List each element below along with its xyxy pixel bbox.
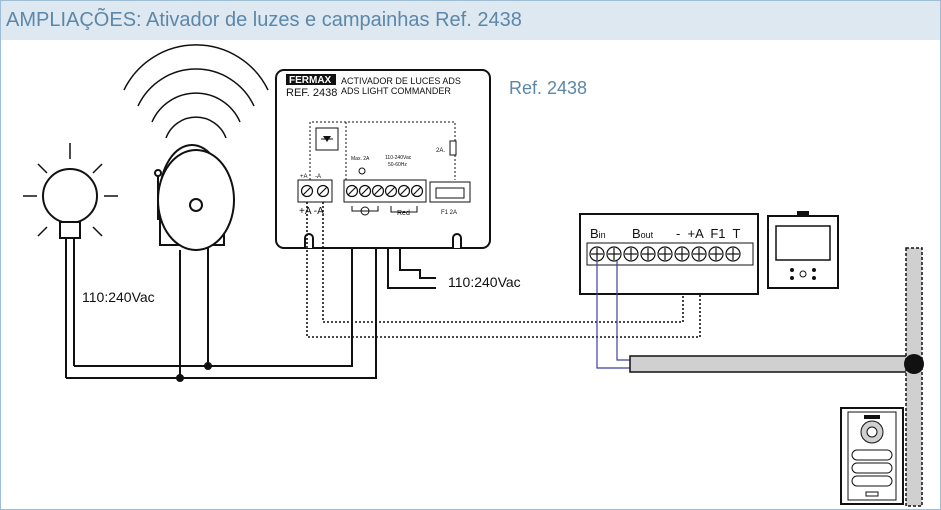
bin-label: Bin xyxy=(590,226,606,241)
activator-module: FERMAX REF. 2438 ACTIVADOR DE LUCES ADS … xyxy=(275,69,491,249)
door-panel-icon xyxy=(840,407,904,505)
bus-conduit xyxy=(629,247,924,507)
monitor-terminal-block: Bin Bout - +A F1 T xyxy=(579,213,759,295)
terminal-polarity-label: +A -A xyxy=(299,206,324,217)
fuse-icon xyxy=(449,140,457,156)
module-name-en: ADS LIGHT COMMANDER xyxy=(341,86,451,96)
bin-label-sub: in xyxy=(599,230,606,240)
right-supply-label: 110:240Vac xyxy=(448,274,521,290)
lamp-icon xyxy=(23,143,118,378)
term-minus-label: -A xyxy=(315,174,321,180)
voltage-label-2: 50-60Hz xyxy=(388,162,407,168)
bus-wires-blue xyxy=(596,261,630,369)
voltage-label-1: 110-240Vac xyxy=(385,155,412,161)
fuse-holder-label: F1 2A xyxy=(441,210,457,216)
diagram-title: AMPLIAÇÕES: Ativador de luzes e campainh… xyxy=(6,9,522,31)
red-label: Red xyxy=(397,210,410,217)
brand-logo xyxy=(286,74,336,85)
reference-label: Ref. 2438 xyxy=(509,78,588,98)
bell-icon xyxy=(123,44,269,378)
module-ref: REF. 2438 xyxy=(286,87,337,99)
title-bar xyxy=(1,1,940,40)
bulb-symbol-icon xyxy=(358,167,366,175)
module-name-es: ACTIVADOR DE LUCES ADS xyxy=(341,76,461,86)
fuse-rating: 2A. xyxy=(436,148,445,154)
bout-label-sub: out xyxy=(641,230,654,240)
bin-label-main: B xyxy=(590,226,599,241)
max-current-label: Max. 2A xyxy=(351,156,370,162)
load-wires xyxy=(66,222,436,382)
other-terminal-labels: - +A F1 T xyxy=(676,226,740,241)
left-supply-label: 110:240Vac xyxy=(82,289,155,305)
term-plus-label: +A xyxy=(300,174,308,180)
bout-label: Bout xyxy=(632,226,654,241)
brand-name: FERMAX xyxy=(289,75,332,86)
monitor-icon xyxy=(767,211,839,289)
bout-label-main: B xyxy=(632,226,641,241)
